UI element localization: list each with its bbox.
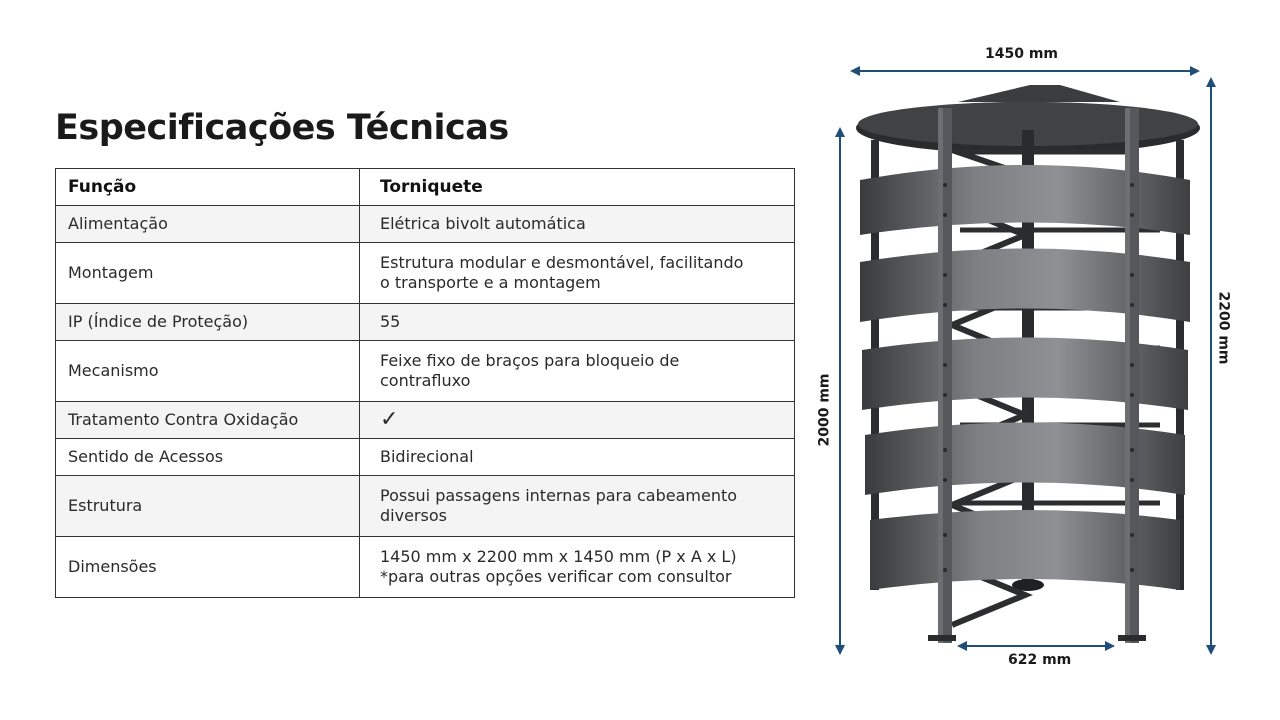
- table-row: Tratamento Contra Oxidação ✓: [55, 401, 795, 439]
- table-row: Dimensões 1450 mm x 2200 mm x 1450 mm (P…: [55, 536, 795, 598]
- row-value: 1450 mm x 2200 mm x 1450 mm (P x A x L) …: [359, 536, 795, 598]
- row-value: Elétrica bivolt automática: [359, 205, 795, 243]
- spec-table: Função Torniquete Alimentação Elétrica b…: [55, 168, 795, 598]
- checkmark-icon: ✓: [359, 401, 795, 439]
- row-label: Dimensões: [55, 536, 360, 598]
- row-label: Montagem: [55, 242, 360, 304]
- row-label: Estrutura: [55, 475, 360, 537]
- dim-label-right: 2200 mm: [1215, 291, 1232, 365]
- header-turnstile: Torniquete: [359, 168, 795, 206]
- row-value: Feixe fixo de braços para bloqueio de co…: [359, 340, 795, 402]
- row-label: Alimentação: [55, 205, 360, 243]
- table-row: Sentido de Acessos Bidirecional: [55, 438, 795, 476]
- turnstile-drawing: [835, 66, 1216, 655]
- table-row: Mecanismo Feixe fixo de braços para bloq…: [55, 340, 795, 402]
- row-value: 55: [359, 303, 795, 341]
- row-label: Mecanismo: [55, 340, 360, 402]
- row-value-line: contrafluxo: [380, 371, 471, 390]
- row-value: Possui passagens internas para cabeament…: [359, 475, 795, 537]
- table-row: Montagem Estrutura modular e desmontável…: [55, 242, 795, 304]
- row-value-line: *para outras opções verificar com consul…: [380, 567, 732, 586]
- row-value-line: Possui passagens internas para cabeament…: [380, 486, 738, 505]
- row-value-line: o transporte e a montagem: [380, 273, 601, 292]
- row-value: Bidirecional: [359, 438, 795, 476]
- row-value-line: 1450 mm x 2200 mm x 1450 mm (P x A x L): [380, 547, 737, 566]
- row-value: Estrutura modular e desmontável, facilit…: [359, 242, 795, 304]
- table-row: Alimentação Elétrica bivolt automática: [55, 205, 795, 243]
- turnstile-figure: 1450 mm 2200 mm 2000 mm 622 mm: [800, 30, 1280, 690]
- row-value-line: diversos: [380, 506, 447, 525]
- page-title: Especificações Técnicas: [55, 108, 509, 148]
- row-label: IP (Índice de Proteção): [55, 303, 360, 341]
- row-label: Tratamento Contra Oxidação: [55, 401, 360, 439]
- dim-label-top: 1450 mm: [985, 46, 1059, 62]
- table-row: Estrutura Possui passagens internas para…: [55, 475, 795, 537]
- row-label: Sentido de Acessos: [55, 438, 360, 476]
- table-row: IP (Índice de Proteção) 55: [55, 303, 795, 341]
- header-function: Função: [55, 168, 360, 206]
- dim-label-left: 2000 mm: [816, 373, 833, 447]
- row-value-line: Estrutura modular e desmontável, facilit…: [380, 253, 744, 272]
- dim-label-bottom: 622 mm: [1008, 652, 1072, 668]
- table-header-row: Função Torniquete: [55, 168, 795, 206]
- row-value-line: Feixe fixo de braços para bloqueio de: [380, 351, 680, 370]
